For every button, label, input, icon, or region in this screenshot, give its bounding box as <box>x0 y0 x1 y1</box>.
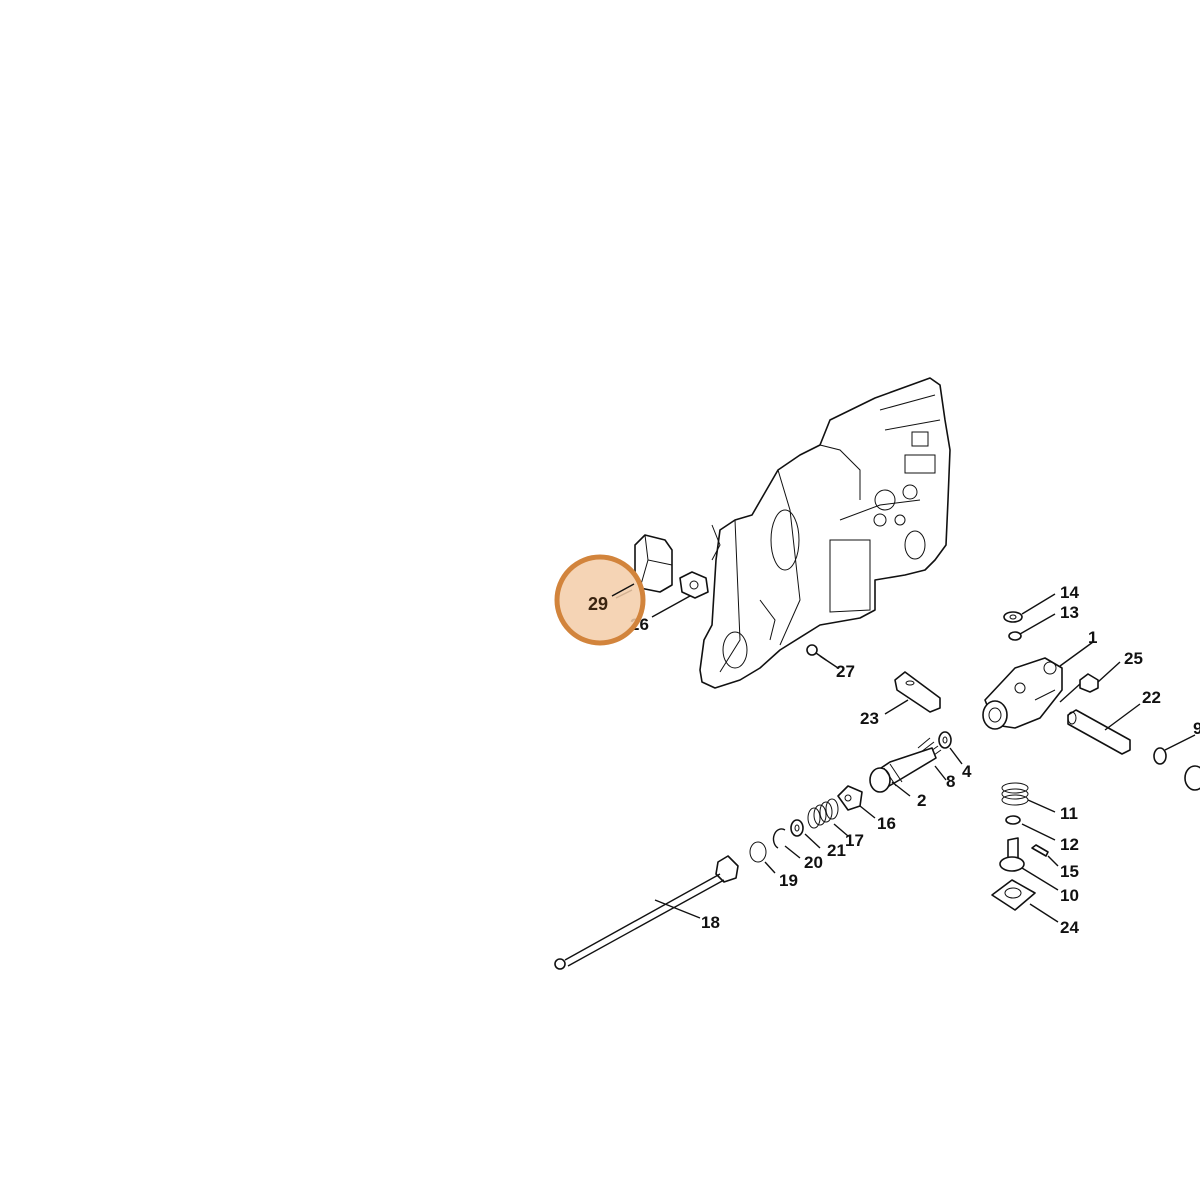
callout-19: 19 <box>779 871 798 890</box>
callout-21: 21 <box>827 841 846 860</box>
callout-labels: 14 13 1 25 22 9 26 27 23 4 8 2 16 17 21 … <box>630 583 1200 937</box>
callout-23: 23 <box>860 709 879 728</box>
part-13-ring <box>1008 631 1022 641</box>
part-24-cover <box>991 879 1036 911</box>
part-20-circlip <box>772 828 786 849</box>
highlight-circle[interactable] <box>554 554 646 646</box>
part-18-rod <box>554 855 739 970</box>
callout-10: 10 <box>1060 886 1079 905</box>
part-1-pump-housing <box>982 657 1063 730</box>
callout-14: 14 <box>1060 583 1079 602</box>
callout-17: 17 <box>845 831 864 850</box>
callout-15: 15 <box>1060 862 1079 881</box>
part-8-spring <box>917 737 942 761</box>
callout-20: 20 <box>804 853 823 872</box>
part-22-pin <box>1067 709 1131 755</box>
callout-13: 13 <box>1060 603 1079 622</box>
part-10-stem <box>999 837 1025 872</box>
leader-lines <box>615 589 1196 923</box>
callout-2: 2 <box>917 791 926 810</box>
part-11-spring <box>1001 782 1029 806</box>
part-12-ring <box>1005 815 1021 825</box>
part-26-plug <box>679 571 709 599</box>
callout-8: 8 <box>946 772 955 791</box>
part-9-washer <box>1153 747 1200 791</box>
callout-11: 11 <box>1060 804 1078 823</box>
part-17-spring <box>807 798 839 829</box>
part-14-washer <box>1003 611 1023 623</box>
part-19-oring <box>749 841 767 863</box>
part-21-washer <box>790 819 804 837</box>
callout-22: 22 <box>1142 688 1161 707</box>
crankcase-housing <box>699 377 951 689</box>
callout-1: 1 <box>1088 628 1097 647</box>
callout-9: 9 <box>1193 719 1200 738</box>
callout-29: 29 <box>588 594 608 614</box>
callout-27: 27 <box>836 662 855 681</box>
callout-18: 18 <box>701 913 720 932</box>
part-15-pin <box>1031 844 1049 857</box>
callout-24: 24 <box>1060 918 1079 937</box>
callout-4: 4 <box>962 762 972 781</box>
part-2-worm <box>869 747 937 793</box>
part-16-valve <box>837 785 863 811</box>
callout-25: 25 <box>1124 649 1143 668</box>
highlight-callout-29[interactable]: 29 <box>554 554 646 646</box>
callout-12: 12 <box>1060 835 1079 854</box>
callout-16: 16 <box>877 814 896 833</box>
part-23-pad <box>894 671 941 713</box>
part-4-washer <box>938 731 952 749</box>
part-25-screw <box>1059 673 1099 703</box>
